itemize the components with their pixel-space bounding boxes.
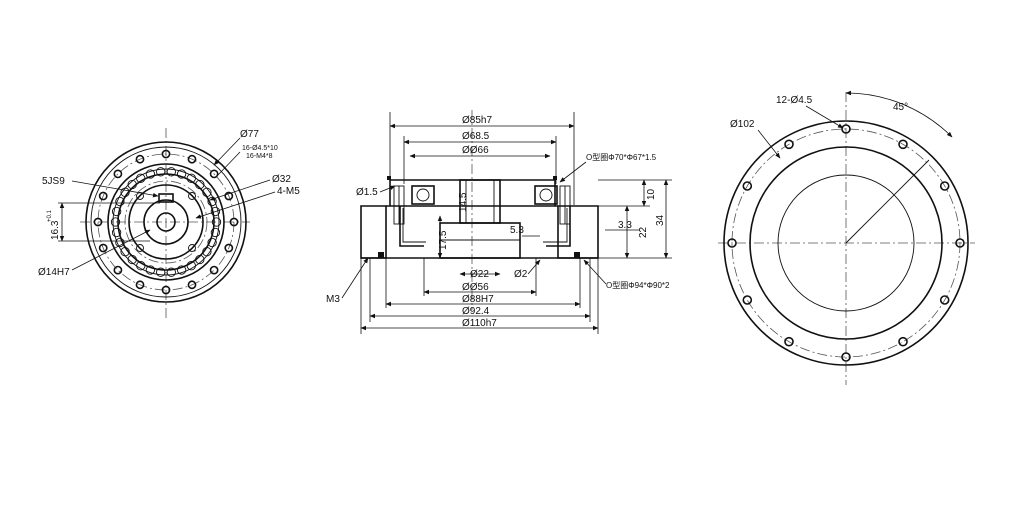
roller (115, 237, 125, 248)
bolt-hole (898, 139, 908, 150)
bolt-hole (161, 149, 171, 159)
label-m3: M3 (326, 294, 340, 305)
front-view: Ø77 16-Ø4.5*10 16-M4*8 5JS9 Ø32 4-M5 16.… (38, 128, 300, 318)
roller (210, 206, 221, 217)
label-d924: Ø92.4 (462, 306, 490, 317)
label-d56: ØØ56 (462, 282, 489, 293)
label-h145: 14.5 (458, 192, 469, 212)
bolt-hole (135, 280, 145, 290)
label-m5: 4-M5 (277, 186, 300, 197)
bolt-hole (113, 169, 123, 179)
bolt-hole (187, 154, 197, 164)
label-d66: ØØ66 (462, 145, 489, 156)
section-view: Ø85h7 Ø68.5 ØØ66 O型圈Φ70*Φ67*1.5 Ø1.5 14.… (326, 110, 672, 334)
bolt-hole (898, 336, 908, 347)
bolt-hole (98, 191, 108, 201)
label-h22: 22 (638, 226, 649, 238)
roller (136, 173, 146, 183)
label-oring2: O型圈Φ94*Φ90*2 (606, 281, 670, 290)
label-h33: 3.3 (618, 220, 632, 231)
roller-elements (110, 167, 222, 277)
bolt-hole (209, 265, 219, 275)
roller (120, 247, 130, 257)
bolt-hole (209, 169, 219, 179)
roller (202, 247, 212, 257)
roller (166, 167, 176, 177)
bolt-hole (742, 181, 753, 191)
bolt-hole (955, 238, 965, 248)
roller (127, 254, 137, 265)
bolt-hole (939, 181, 950, 191)
bolt-hole (841, 352, 851, 362)
rear-view: 45° 12-Ø4.5 Ø102 (718, 90, 975, 385)
roller (166, 267, 176, 277)
bolt-hole (187, 280, 197, 290)
label-d15: Ø1.5 (356, 187, 378, 198)
bolt-hole (784, 139, 794, 150)
bolt-hole (98, 243, 108, 253)
label-h53: 5.3 (510, 225, 524, 236)
roller (195, 179, 205, 190)
roller (186, 173, 196, 183)
roller (176, 169, 187, 179)
label-h10: 10 (646, 188, 657, 200)
roller (127, 179, 137, 190)
bolt-hole (113, 265, 123, 275)
roller (207, 237, 217, 248)
roller (202, 187, 212, 197)
roller (156, 267, 166, 277)
roller (136, 261, 146, 271)
roller (176, 265, 187, 275)
label-d85: Ø85h7 (462, 115, 492, 126)
bolt-hole (784, 336, 794, 347)
label-d110: Ø110h7 (462, 318, 497, 329)
label-od77: Ø77 (240, 129, 259, 140)
label-d88: Ø88H7 (462, 294, 494, 305)
roller (195, 254, 205, 265)
bolt-hole (135, 154, 145, 164)
bolt-hole (742, 295, 753, 305)
bolt-hole (224, 243, 234, 253)
label-h175: 17.5 (438, 230, 449, 250)
mounting-holes (93, 149, 239, 295)
bolt-hole (161, 285, 171, 295)
bolt-hole (224, 191, 234, 201)
bolt-hole (727, 238, 737, 248)
roller (156, 167, 166, 177)
roller (210, 227, 221, 238)
roller (111, 227, 122, 238)
bolt-hole (939, 295, 950, 305)
label-keyway: 5JS9 (42, 176, 65, 187)
label-d102: Ø102 (730, 119, 755, 130)
bolt-hole (93, 217, 103, 227)
label-od32: Ø32 (272, 174, 291, 185)
label-holes16: 16-Ø4.5*10 (242, 145, 278, 152)
label-dim163: 16.3 (50, 220, 61, 240)
label-holes12: 12-Ø4.5 (776, 95, 813, 106)
label-d22: Ø22 (470, 269, 489, 280)
label-bore: Ø14H7 (38, 267, 70, 278)
label-dim163-tol: +0.1 (47, 209, 53, 222)
label-h34: 34 (655, 214, 666, 226)
label-oring1: O型圈Φ70*Φ67*1.5 (586, 153, 657, 162)
label-d2: Ø2 (514, 269, 528, 280)
roller (145, 265, 156, 275)
roller (120, 187, 130, 197)
roller (115, 196, 125, 207)
roller (186, 261, 196, 271)
bolt-hole (229, 217, 239, 227)
roller (145, 169, 156, 179)
label-d685: Ø68.5 (462, 131, 490, 142)
roller (211, 217, 222, 227)
label-holes16b: 16-M4*8 (246, 153, 273, 160)
label-angle45: 45° (893, 102, 908, 113)
roller (111, 206, 122, 217)
roller (110, 217, 121, 227)
